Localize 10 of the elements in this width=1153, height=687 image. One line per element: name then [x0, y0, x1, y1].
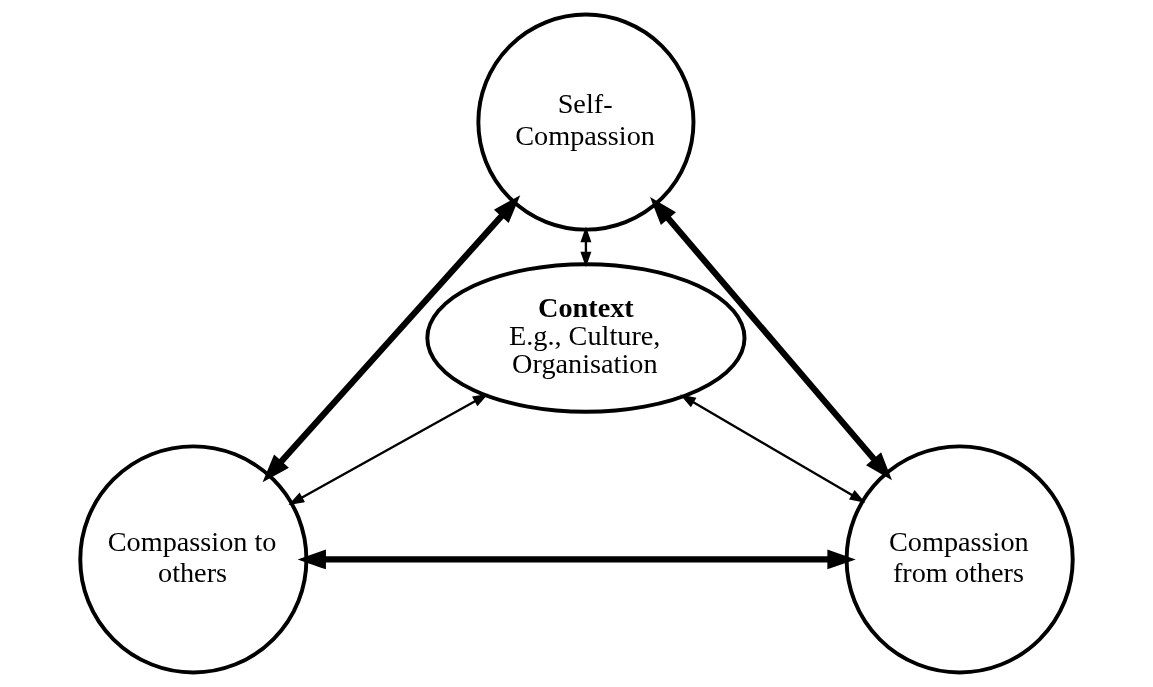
arrow [288, 393, 489, 505]
node-circle: Compassion to others [78, 444, 309, 675]
arrow [262, 195, 521, 483]
node-ellipse: Context E.g., Culture, Organisation [425, 262, 747, 414]
node-circle: Compassion from others [844, 444, 1075, 675]
arrow [580, 226, 592, 268]
arrow [297, 549, 856, 570]
arrow [650, 197, 892, 481]
arrow [680, 394, 866, 503]
node-circle: Self- Compassion [476, 12, 696, 232]
